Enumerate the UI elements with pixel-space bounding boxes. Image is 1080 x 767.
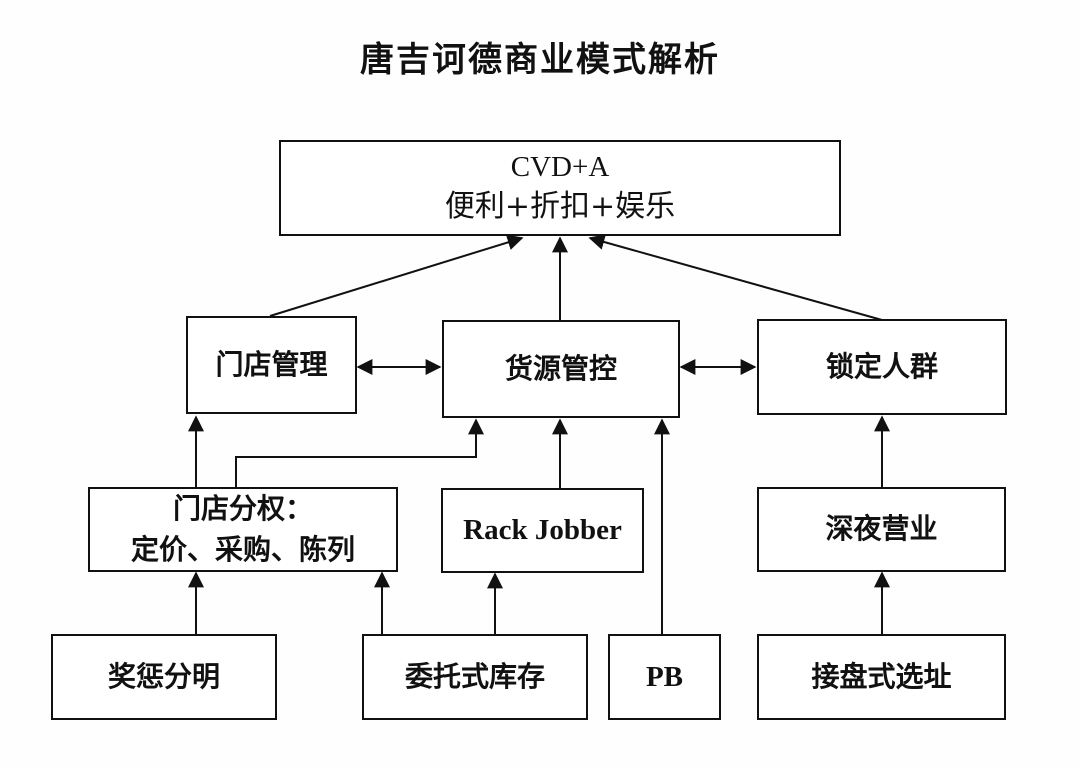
store-authority-box: 门店分权： 定价、采购、陈列 [88,487,398,572]
value-proposition-text: 便利+折扣+娱乐 [444,189,676,225]
site-selection-label: 接盘式选址 [811,659,952,693]
rack-jobber-label: Rack Jobber [463,514,622,547]
pb-label: PB [645,660,684,693]
site-selection-box: 接盘式选址 [757,634,1006,720]
consignment-box: 委托式库存 [362,634,588,720]
store-authority-detail: 定价、采购、陈列 [130,532,355,566]
store-authority-title: 门店分权： [172,491,313,525]
locked-crowd-box: 锁定人群 [757,319,1007,415]
pb-box: PB [608,634,721,720]
late-night-label: 深夜营业 [825,512,938,546]
store-management-box: 门店管理 [186,316,357,414]
arrow-store-management-to-top [269,234,524,317]
reward-punish-label: 奖惩分明 [107,659,220,693]
late-night-box: 深夜营业 [757,487,1006,572]
arrow-store-authority-to-supply-control [235,418,484,487]
store-management-label: 门店管理 [215,347,328,381]
rack-jobber-box: Rack Jobber [441,488,644,573]
diagram-title: 唐吉诃德商业模式解析 [360,40,720,80]
arrow-locked-crowd-to-top [588,234,883,321]
reward-punish-box: 奖惩分明 [51,634,277,720]
supply-control-box: 货源管控 [442,320,680,418]
locked-crowd-label: 锁定人群 [825,349,938,383]
supply-control-label: 货源管控 [504,351,617,385]
consignment-label: 委托式库存 [404,659,545,693]
value-proposition-code: CVD+A [510,151,610,184]
value-proposition-box: CVD+A 便利+折扣+娱乐 [279,140,841,236]
